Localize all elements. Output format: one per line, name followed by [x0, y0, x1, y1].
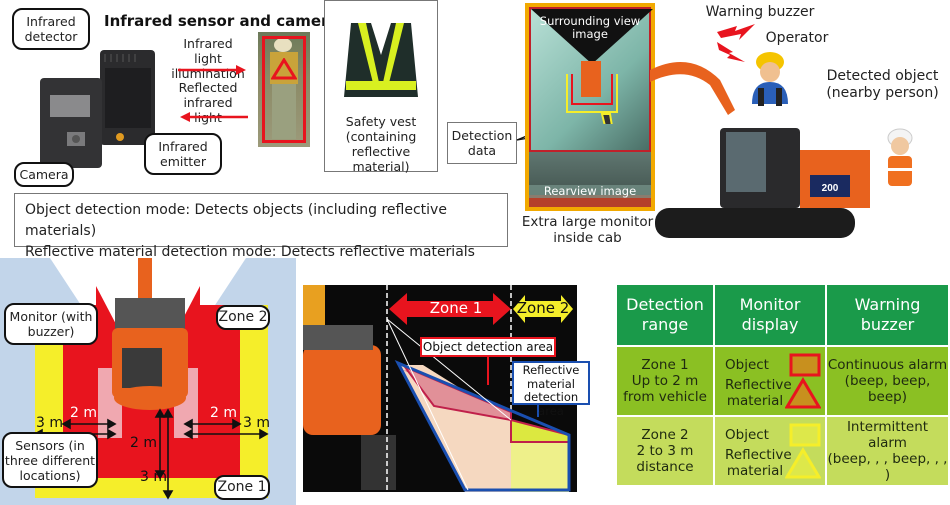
- detection-data-box: Detection data: [447, 122, 517, 164]
- sensor-section-title: Infrared sensor and camera: [104, 12, 339, 30]
- range-cell: Zone 1 Up to 2 m from vehicle: [615, 345, 715, 417]
- surrounding-view-label: Surrounding view image: [539, 14, 641, 41]
- infrared-detector-callout: Infrared detector: [12, 8, 90, 50]
- reflective-detection-area-label: Reflective material detection area: [512, 361, 590, 417]
- header-monitor-display: Monitor display: [713, 283, 827, 347]
- buzzer-type: Intermittent alarm: [846, 419, 929, 451]
- model-badge: 200: [822, 183, 839, 194]
- zone1-callout-label: Zone 1: [217, 479, 267, 495]
- buzzer-pattern: (beep, beep, beep): [844, 373, 931, 405]
- sensors-label: Sensors (in three different locations): [4, 437, 96, 483]
- nearby-person-icon: [887, 128, 913, 186]
- zone2-callout: Zone 2: [216, 305, 270, 330]
- red-triangle-icon: [785, 377, 821, 409]
- zone2-callout-label: Zone 2: [218, 309, 268, 325]
- right-3m-label: 3 m: [243, 415, 270, 431]
- camera-callout: Camera: [14, 162, 74, 187]
- detected-person-photo: [258, 32, 310, 147]
- detected-object-label: Detected object (nearby person): [826, 68, 939, 101]
- operator-label: Operator: [765, 30, 829, 46]
- buzzer-pattern: (beep, , , beep, , , ): [827, 451, 948, 483]
- table-header-row: Detection range Monitor display Warning …: [615, 283, 950, 347]
- detection-data-label: Detection data: [451, 128, 513, 158]
- red-square-icon: [789, 353, 821, 377]
- table-row: Zone 2 2 to 3 m distance Object Reflecti…: [615, 415, 950, 487]
- infrared-sensor-device: [40, 50, 155, 168]
- zone1-arrow: [389, 293, 511, 325]
- bottom-3m-label: 3 m: [140, 469, 167, 485]
- safety-vest-box: Safety vest (containing reflective mater…: [324, 0, 438, 174]
- monitor-display-cell: Object Reflective material: [713, 345, 827, 417]
- object-label: Object: [725, 357, 769, 373]
- range-cell: Zone 2 2 to 3 m distance: [615, 415, 715, 487]
- zone2-side-label: Zone 2: [516, 299, 570, 317]
- buzzer-cell: Intermittent alarm (beep, , , beep, , , …: [825, 415, 950, 487]
- yellow-triangle-icon: [785, 447, 821, 479]
- mini-zone-lines: [566, 74, 618, 124]
- machine-topview-mini: [581, 61, 601, 97]
- header-detection-range: Detection range: [615, 283, 715, 347]
- infrared-emitter-callout: Infrared emitter: [144, 133, 222, 175]
- safety-vest-icon: [344, 23, 418, 97]
- reflective-label: Reflective material: [725, 377, 792, 409]
- object-label: Object: [725, 427, 769, 443]
- reflective-triangle-icon: [271, 58, 297, 80]
- range-zone: Zone 1: [641, 357, 689, 373]
- reflected-arrow-icon: [180, 112, 248, 122]
- reflected-label: Reflected infrared light: [178, 80, 238, 125]
- yellow-square-icon: [789, 423, 821, 447]
- infrared-detector-label: Infrared detector: [24, 14, 78, 44]
- rearview-label: Rearview image: [529, 185, 651, 198]
- zone2-arrow: [513, 295, 573, 323]
- monitor-display-cell: Object Reflective material: [713, 415, 827, 487]
- detection-table: Detection range Monitor display Warning …: [615, 283, 950, 487]
- detection-box: [262, 36, 306, 143]
- range-desc: 2 to 3 m distance: [636, 443, 694, 475]
- illumination-arrow-icon: [178, 65, 246, 75]
- warning-buzzer-label: Warning buzzer: [705, 4, 815, 20]
- excavator-illustration: 200: [650, 62, 870, 238]
- rearview: Rearview image: [529, 152, 651, 207]
- header-warning-buzzer: Warning buzzer: [825, 283, 950, 347]
- monitor-caption: Extra large monitor inside cab: [521, 214, 654, 246]
- monitor-buzzer-callout: Monitor (with buzzer): [4, 303, 98, 345]
- camera-label: Camera: [19, 167, 69, 182]
- range-desc: Up to 2 m from vehicle: [623, 373, 707, 405]
- bottom-2m-label: 2 m: [130, 435, 157, 451]
- right-2m-label: 2 m: [210, 405, 237, 421]
- detection-modes-box: Object detection mode: Detects objects (…: [14, 193, 508, 281]
- cab-monitor: Surrounding view image Rearview image: [525, 3, 655, 211]
- surrounding-view: Surrounding view image: [529, 7, 653, 152]
- object-mode-text: Object detection mode: Detects objects (…: [25, 202, 447, 239]
- object-detection-area-label: Object detection area: [420, 337, 556, 357]
- buzzer-type: Continuous alarm: [827, 357, 948, 373]
- left-3m-label: 3 m: [36, 415, 63, 431]
- infrared-emitter-label: Infrared emitter: [158, 139, 208, 169]
- safety-vest-label: Safety vest (containing reflective mater…: [345, 114, 417, 174]
- side-view-shapes: [303, 285, 573, 492]
- operator-icon: [752, 52, 788, 106]
- buzzer-cell: Continuous alarm (beep, beep, beep): [825, 345, 950, 417]
- zone1-callout: Zone 1: [214, 475, 270, 500]
- left-2m-label: 2 m: [70, 405, 97, 421]
- monitor-buzzer-label: Monitor (with buzzer): [9, 309, 93, 339]
- table-row: Zone 1 Up to 2 m from vehicle Object Ref…: [615, 345, 950, 417]
- buzzer-sound-icon: [717, 24, 755, 62]
- zone1-side-label: Zone 1: [429, 299, 483, 317]
- reflective-label: Reflective material: [725, 447, 792, 479]
- range-zone: Zone 2: [641, 427, 689, 443]
- sensors-callout: Sensors (in three different locations): [2, 432, 98, 488]
